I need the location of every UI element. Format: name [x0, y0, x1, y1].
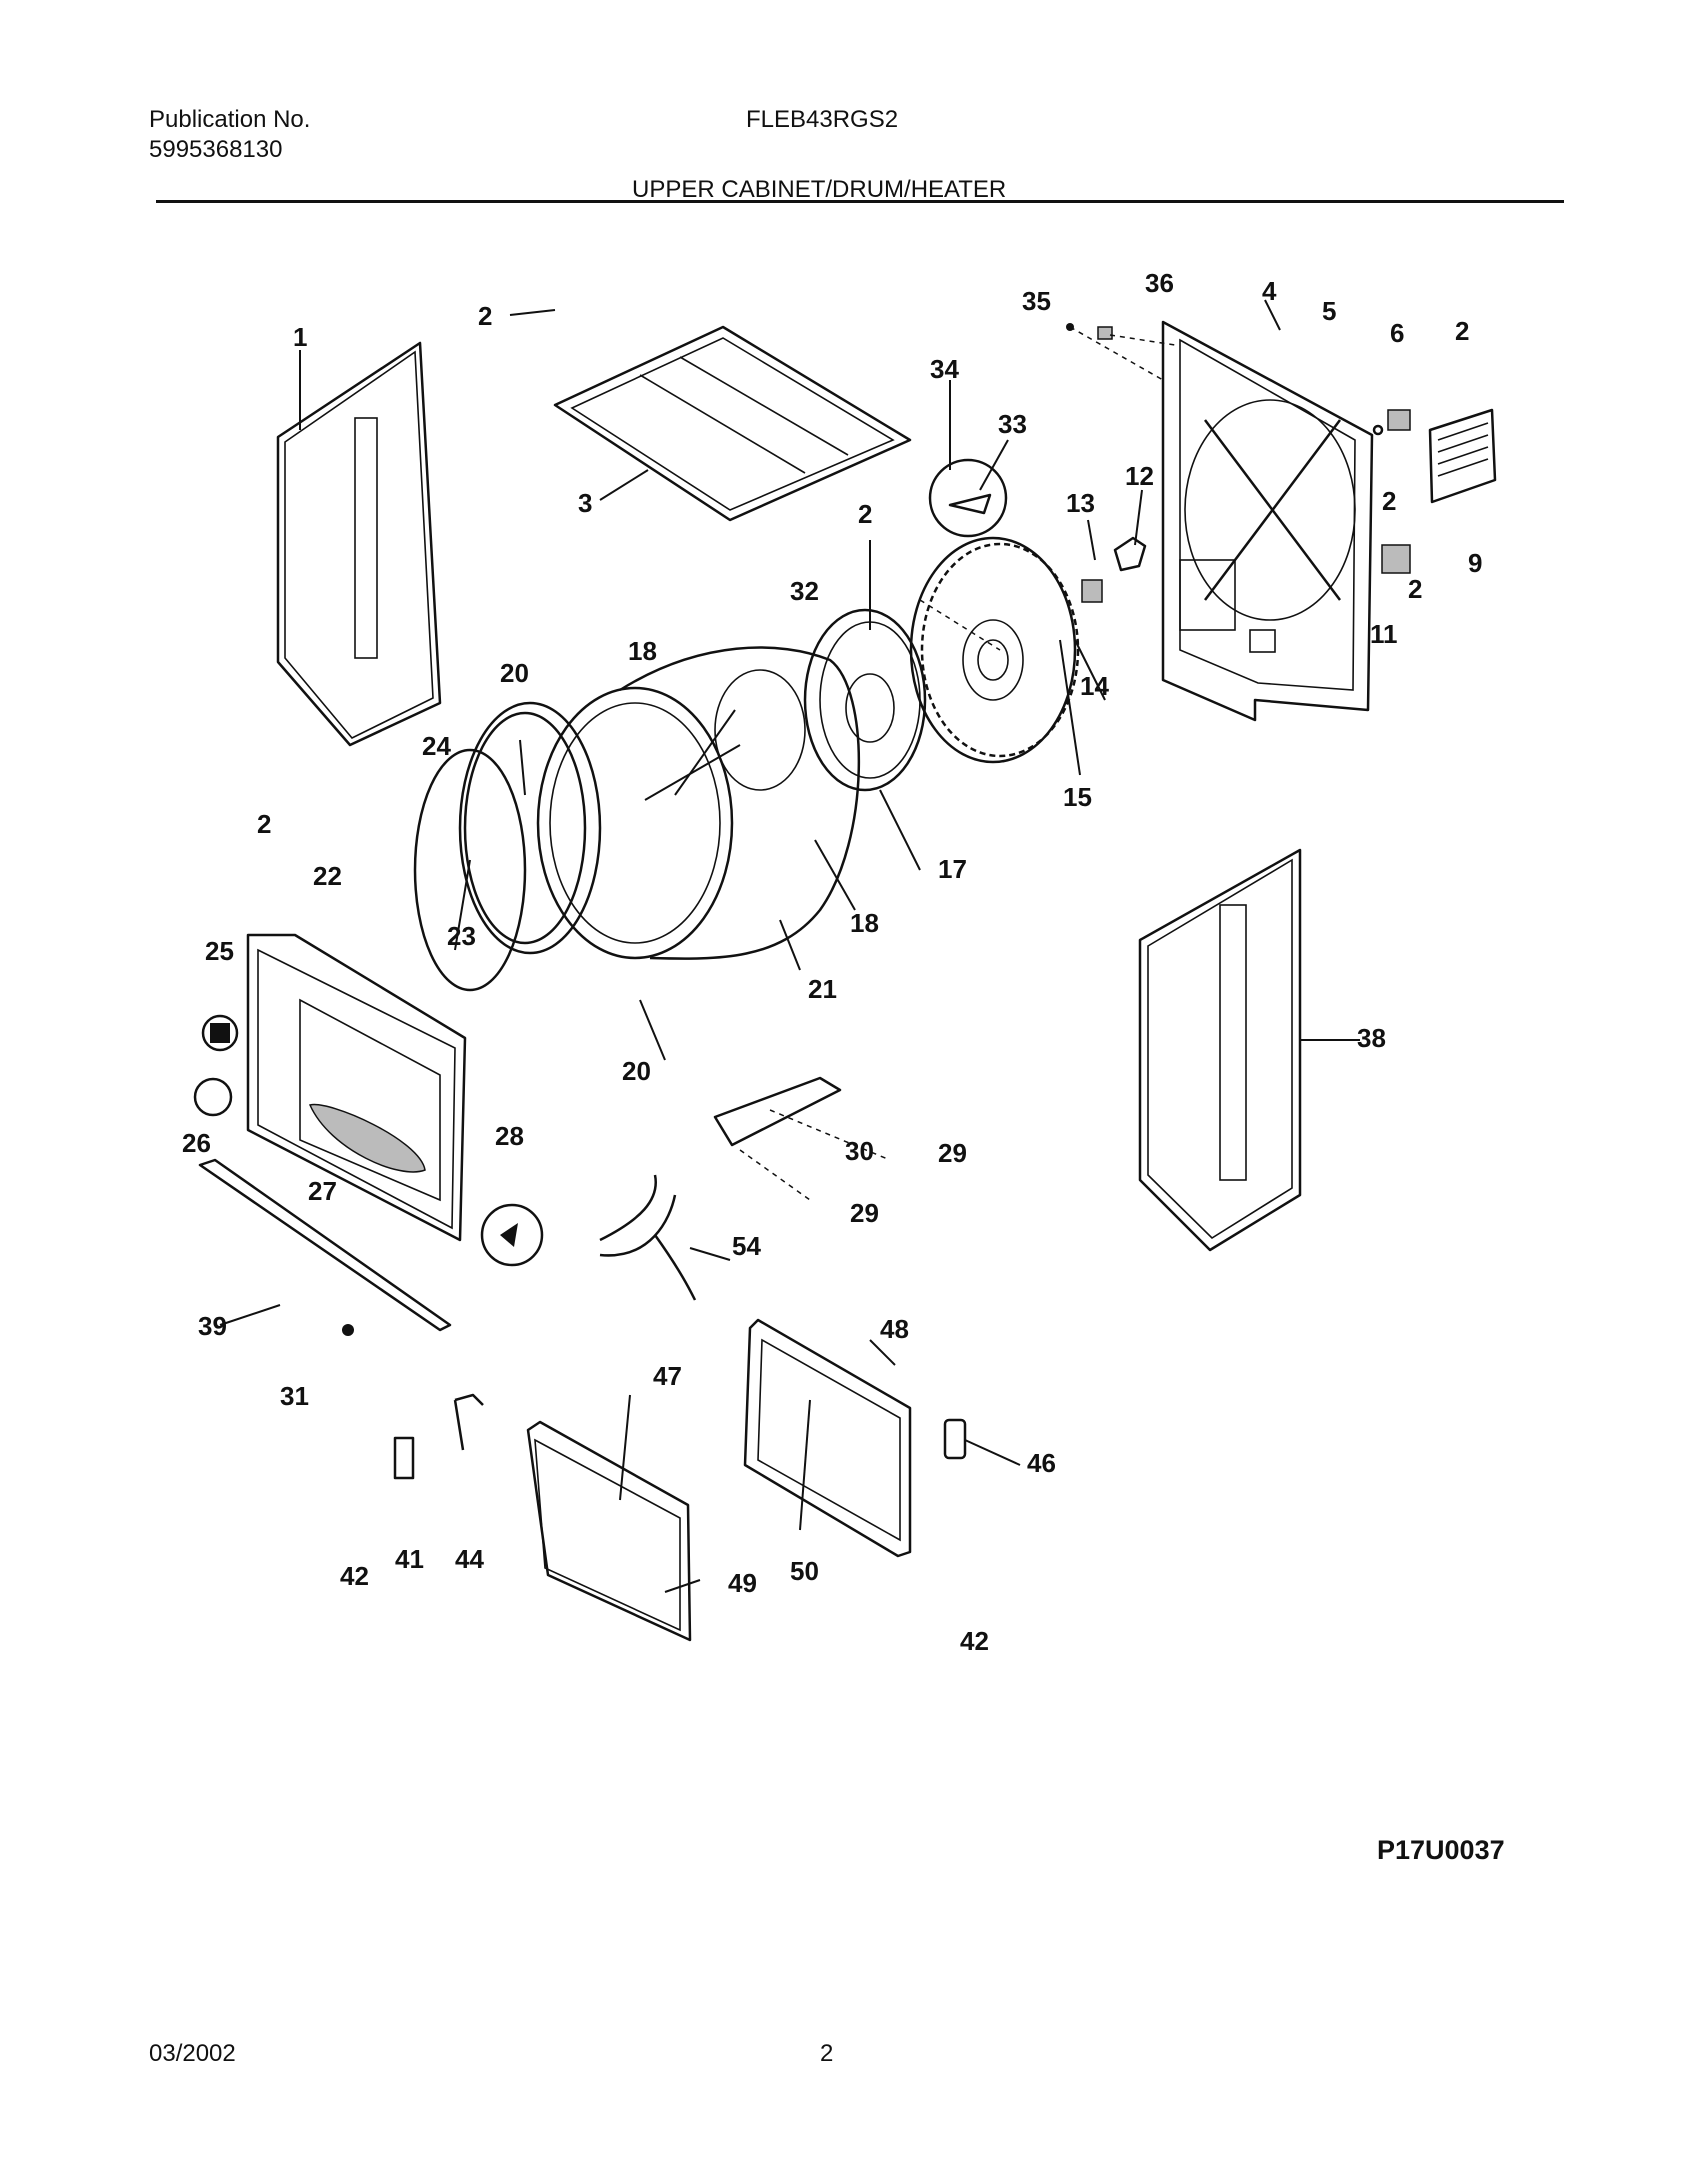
callout-36: 36 [1145, 268, 1174, 298]
callout-13: 13 [1066, 488, 1095, 518]
part-9-vent-grille [1428, 408, 1497, 504]
part-48-duct-frame [743, 1318, 912, 1558]
footer-date: 03/2002 [149, 2040, 236, 2067]
callout-2: 2 [478, 301, 492, 331]
callout-46: 46 [1027, 1448, 1056, 1478]
callout-6: 6 [1390, 318, 1404, 348]
detail-circles-front [193, 1014, 544, 1267]
callout-12: 12 [1125, 461, 1154, 491]
part-22-front-panel [246, 933, 467, 1242]
callout-39: 39 [198, 1311, 227, 1341]
callout-32: 32 [790, 576, 819, 606]
callout-2-bracket: 2 [1408, 574, 1422, 604]
callout-5: 5 [1322, 296, 1336, 326]
callout-42-right: 42 [960, 1626, 989, 1656]
publication-label: Publication No. [149, 106, 311, 133]
callout-2-rear: 2 [1455, 316, 1469, 346]
part-1-side-panel-left [276, 341, 442, 747]
callout-23: 23 [447, 921, 476, 951]
callout-15: 15 [1063, 782, 1092, 812]
part-38-side-panel-right [1138, 848, 1302, 1252]
callout-27: 27 [308, 1176, 337, 1206]
leader-lines [219, 299, 1360, 1593]
callout-labels: 1 2 3 35 36 4 5 6 2 34 33 12 13 2 2 9 2 … [182, 268, 1482, 1656]
header-rule [156, 200, 1564, 203]
callout-4: 4 [1262, 276, 1277, 306]
seal-rings [413, 701, 602, 992]
callout-2-front: 2 [257, 809, 271, 839]
callout-29-bottom: 29 [850, 1198, 879, 1228]
part-47-heater [526, 1420, 692, 1642]
callout-34: 34 [930, 354, 959, 384]
callout-3: 3 [578, 488, 592, 518]
part-30-bracket [713, 1076, 891, 1201]
diagram-code: P17U0037 [1377, 1835, 1505, 1865]
callout-50: 50 [790, 1556, 819, 1586]
page-number: 2 [820, 2040, 834, 2067]
callout-26: 26 [182, 1128, 211, 1158]
callout-33: 33 [998, 409, 1027, 439]
callout-1: 1 [293, 322, 307, 352]
callout-28: 28 [495, 1121, 524, 1151]
part-21-drum [536, 646, 861, 960]
part-54-wire-harness [599, 1174, 697, 1301]
callout-9: 9 [1468, 548, 1482, 578]
part-33-34-detail [928, 458, 1008, 538]
section-title: UPPER CABINET/DRUM/HEATER [632, 176, 1007, 203]
callout-20-bottom: 20 [622, 1056, 651, 1086]
small-parts-rear [1066, 323, 1411, 603]
callout-35: 35 [1022, 286, 1051, 316]
callout-48: 48 [880, 1314, 909, 1344]
callout-14: 14 [1080, 671, 1109, 701]
callout-2-drum: 2 [858, 499, 872, 529]
callout-11: 11 [1370, 619, 1398, 649]
callout-54: 54 [732, 1231, 761, 1261]
callout-42-left: 42 [340, 1561, 369, 1591]
callout-44: 44 [455, 1544, 484, 1574]
callout-17: 17 [938, 854, 967, 884]
callout-22: 22 [313, 861, 342, 891]
callout-18-bottom: 18 [850, 908, 879, 938]
part-3-top-panel [553, 325, 912, 522]
callout-31: 31 [280, 1381, 309, 1411]
callout-2-vent: 2 [1382, 486, 1396, 516]
callout-47: 47 [653, 1361, 682, 1391]
part-39-toe-panel [198, 1158, 452, 1332]
callout-30: 30 [845, 1136, 874, 1166]
callout-41: 41 [395, 1544, 424, 1574]
callout-29-top: 29 [938, 1138, 967, 1168]
alignment-lines [919, 326, 1176, 651]
callout-21: 21 [808, 974, 837, 1004]
model-number: FLEB43RGS2 [746, 106, 899, 133]
callout-38: 38 [1357, 1023, 1386, 1053]
callout-25: 25 [205, 936, 234, 966]
part-17-bearing-plate [803, 608, 927, 792]
part-15-rear-bulkhead [909, 536, 1080, 764]
part-4-rear-panel [1161, 320, 1374, 722]
callout-20-top: 20 [500, 658, 529, 688]
callout-18-top: 18 [628, 636, 657, 666]
small-parts-bottom [342, 1324, 967, 1480]
callout-49: 49 [728, 1568, 757, 1598]
callout-24: 24 [422, 731, 451, 761]
publication-number: 5995368130 [149, 136, 283, 163]
